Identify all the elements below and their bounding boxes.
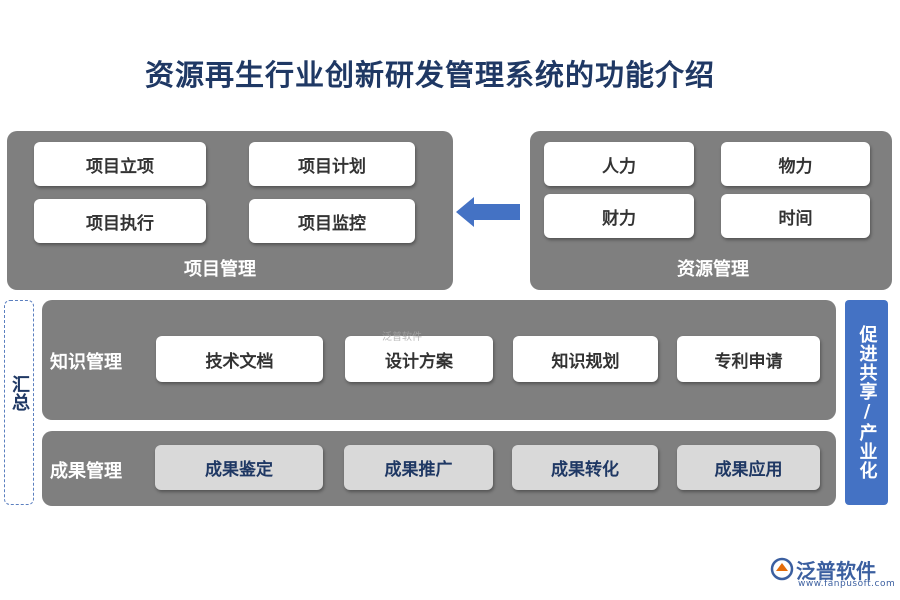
knowledge-management-panel: 知识管理 技术文档 设计方案 知识规划 专利申请	[42, 300, 836, 420]
project-management-panel: 项目立项 项目计划 项目执行 项目监控 项目管理	[7, 131, 453, 290]
summary-bracket: 汇总	[4, 300, 34, 505]
resource-item-finance: 财力	[544, 194, 694, 238]
achievement-item-transformation: 成果转化	[512, 445, 658, 490]
knowledge-item-technical-docs: 技术文档	[156, 336, 323, 382]
achievement-item-appraisal: 成果鉴定	[155, 445, 323, 490]
project-item-plan: 项目计划	[249, 142, 415, 186]
achievement-management-panel: 成果管理 成果鉴定 成果推广 成果转化 成果应用	[42, 431, 836, 506]
project-item-execution: 项目执行	[34, 199, 206, 243]
resource-management-label: 资源管理	[677, 259, 749, 280]
industrialization-label: 促进共享/产业化	[856, 325, 878, 480]
fanpusoft-logo: 泛普软件 www.fanpusoft.com	[770, 555, 895, 591]
resource-management-panel: 人力 物力 财力 时间 资源管理	[530, 131, 892, 290]
knowledge-item-design-plan: 设计方案	[345, 336, 493, 382]
project-management-label: 项目管理	[184, 259, 256, 280]
project-item-initiation: 项目立项	[34, 142, 206, 186]
resource-item-time: 时间	[721, 194, 870, 238]
achievement-item-promotion: 成果推广	[344, 445, 493, 490]
knowledge-item-planning: 知识规划	[513, 336, 658, 382]
resource-item-manpower: 人力	[544, 142, 694, 186]
watermark: 泛普软件	[382, 332, 422, 343]
project-item-monitoring: 项目监控	[249, 199, 415, 243]
resource-item-material: 物力	[721, 142, 870, 186]
knowledge-management-label: 知识管理	[50, 352, 122, 373]
achievement-management-label: 成果管理	[50, 461, 122, 482]
industrialization-bar: 促进共享/产业化	[845, 300, 888, 505]
logo-mark-icon	[770, 557, 794, 581]
achievement-item-application: 成果应用	[677, 445, 820, 490]
logo-url: www.fanpusoft.com	[798, 579, 896, 589]
summary-label: 汇总	[9, 375, 30, 411]
page-title: 资源再生行业创新研发管理系统的功能介绍	[144, 58, 715, 92]
left-arrow-icon	[456, 197, 520, 227]
knowledge-item-patent: 专利申请	[677, 336, 820, 382]
logo-name: 泛普软件	[796, 559, 876, 583]
